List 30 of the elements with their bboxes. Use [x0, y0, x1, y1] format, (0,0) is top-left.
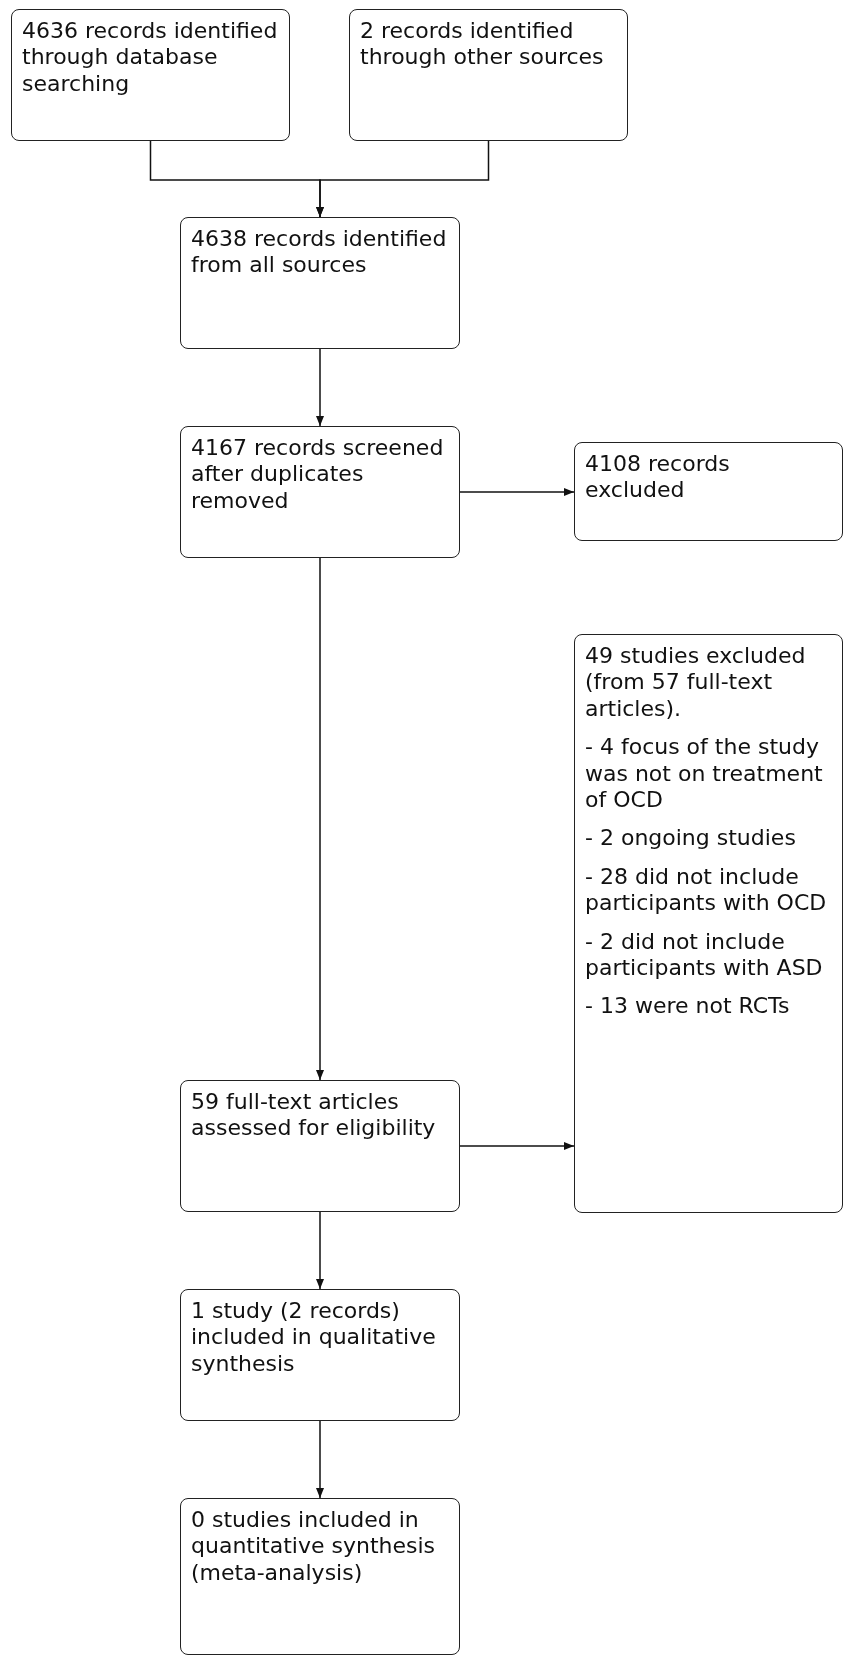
box-text: - 13 were not RCTs	[585, 993, 791, 1020]
process-box	[180, 1498, 460, 1655]
box-text: 4638 records identified from all sources	[191, 226, 448, 279]
box-text: 4108 records excluded	[585, 451, 731, 504]
process-box	[180, 1080, 460, 1212]
box-text: 0 studies included in quantitative synthesis (meta-analysis)	[191, 1507, 437, 1587]
arrow	[315, 1420, 325, 1499]
process-box	[574, 634, 843, 1213]
box-text: - 2 ongoing studies	[585, 825, 797, 852]
process-box	[180, 426, 460, 558]
box-text: 4167 records screened after duplicates removed	[191, 435, 445, 515]
box-text: 59 full-text articles assessed for eligibility	[191, 1089, 437, 1142]
arrow	[315, 557, 325, 1081]
process-box	[11, 9, 290, 141]
arrow	[459, 487, 575, 497]
arrow	[315, 348, 325, 427]
process-box	[349, 9, 628, 141]
process-box	[180, 1289, 460, 1421]
arrow	[459, 1141, 575, 1151]
box-text: - 4 focus of the study was not on treatment of OCD	[585, 734, 824, 814]
box-text: 4636 records identified through database searching	[22, 18, 279, 98]
process-box	[574, 442, 843, 541]
box-text: - 28 did not include participants with OCD	[585, 863, 828, 917]
arrow	[315, 1211, 325, 1290]
box-text: 49 studies excluded (from 57 full-text articles).	[585, 643, 807, 723]
box-text: 2 records identified through other sources	[360, 18, 605, 71]
arrow	[315, 140, 490, 218]
process-box	[180, 217, 460, 349]
box-text: 1 study (2 records) included in qualitative synthesis	[191, 1298, 437, 1378]
box-text: - 2 did not include participants with ASD	[585, 928, 824, 982]
